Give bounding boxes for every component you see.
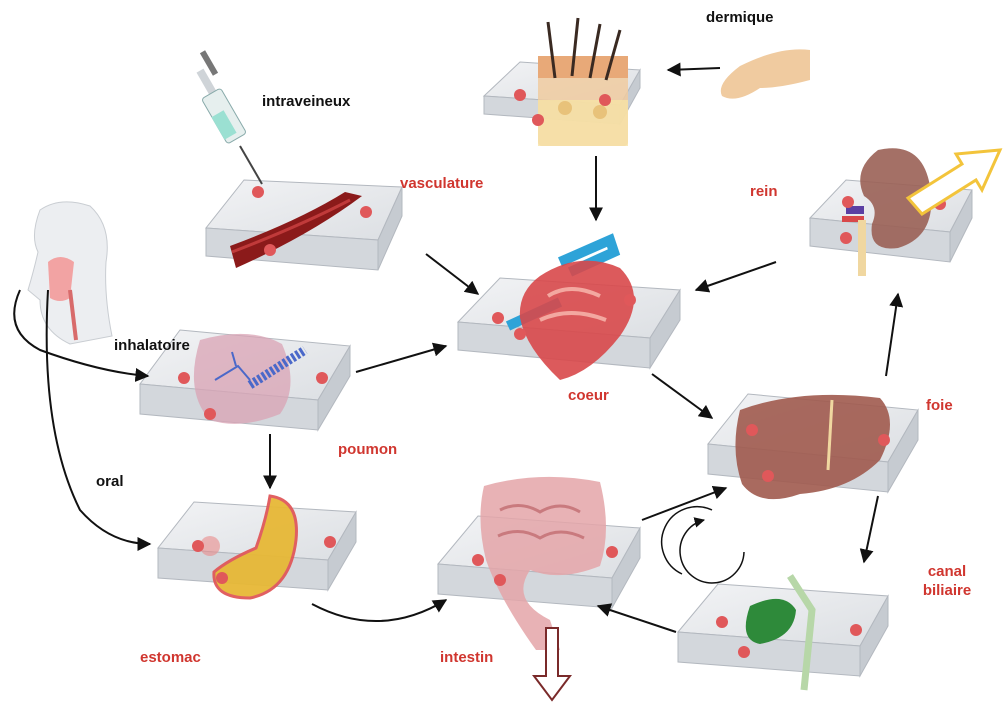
label-liver: foie — [926, 396, 953, 415]
label-dermal: dermique — [706, 8, 774, 27]
arrow-heart-to-liver — [652, 374, 712, 418]
arrow-liver-to-kidney — [886, 294, 898, 376]
label-intravenous: intraveineux — [262, 92, 350, 111]
stomach-chip — [158, 496, 356, 598]
vasculature-chip — [206, 180, 402, 270]
arrow-bile-to-intestine — [598, 606, 676, 632]
label-bile-duct-line2: biliaire — [912, 581, 982, 600]
label-stomach: estomac — [140, 648, 201, 667]
label-intestine: intestin — [440, 648, 493, 667]
recirculation-icon — [662, 507, 744, 583]
arrow-intestine-to-liver — [642, 488, 726, 520]
syringe-icon — [197, 50, 262, 184]
arrow-kidney-to-heart — [696, 262, 776, 290]
skin-chip — [484, 18, 640, 146]
hand-icon — [721, 49, 810, 98]
label-inhalation: inhalatoire — [114, 336, 190, 355]
label-bile-duct: canal biliaire — [912, 562, 982, 600]
label-oral: oral — [96, 472, 124, 491]
bile-duct-chip — [678, 576, 888, 690]
arrow-lung-to-heart — [356, 346, 446, 372]
arrow-stomach-to-intestine — [312, 600, 446, 621]
label-lung: poumon — [338, 440, 397, 459]
intestine-organ — [480, 477, 606, 650]
label-bile-duct-line1: canal — [912, 562, 982, 581]
arrow-vasculature-to-heart — [426, 254, 478, 294]
heart-chip — [458, 240, 680, 380]
label-kidney: rein — [750, 182, 778, 201]
head-profile-icon — [28, 202, 112, 344]
label-heart: coeur — [568, 386, 609, 405]
skin-layers — [538, 18, 628, 146]
liver-chip — [708, 394, 918, 499]
kidney-chip — [810, 148, 972, 276]
arrow-hand-to-skin — [668, 68, 720, 70]
intestine-chip — [438, 477, 640, 650]
arrow-liver-to-bile — [864, 496, 878, 562]
label-vasculature: vasculature — [400, 174, 483, 193]
